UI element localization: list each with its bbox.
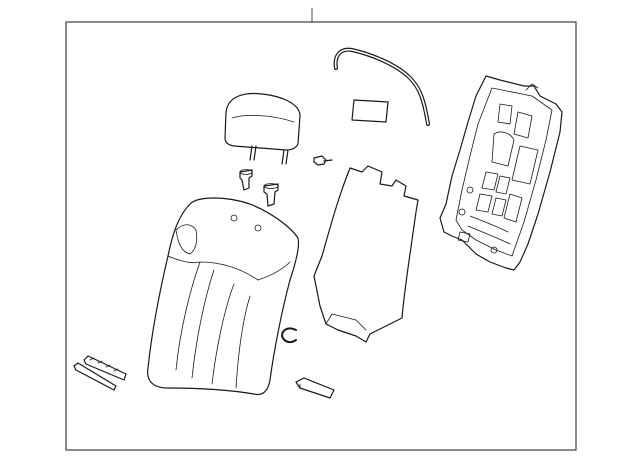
headrest-guide-left bbox=[239, 169, 253, 191]
headrest-guide-right bbox=[263, 183, 279, 207]
seat-back-cover bbox=[147, 197, 300, 396]
trim-strip-lower bbox=[73, 362, 117, 391]
e-ring-clip bbox=[281, 327, 297, 344]
seat-back-frame bbox=[439, 75, 563, 271]
label-pad bbox=[351, 99, 389, 123]
trim-strip-upper bbox=[83, 355, 127, 381]
foam-block bbox=[295, 377, 335, 399]
retaining-clip bbox=[313, 155, 333, 166]
back-panel-board bbox=[313, 165, 419, 343]
wire-rod bbox=[333, 47, 430, 126]
diagram-frame bbox=[65, 21, 577, 451]
headrest bbox=[224, 92, 301, 165]
